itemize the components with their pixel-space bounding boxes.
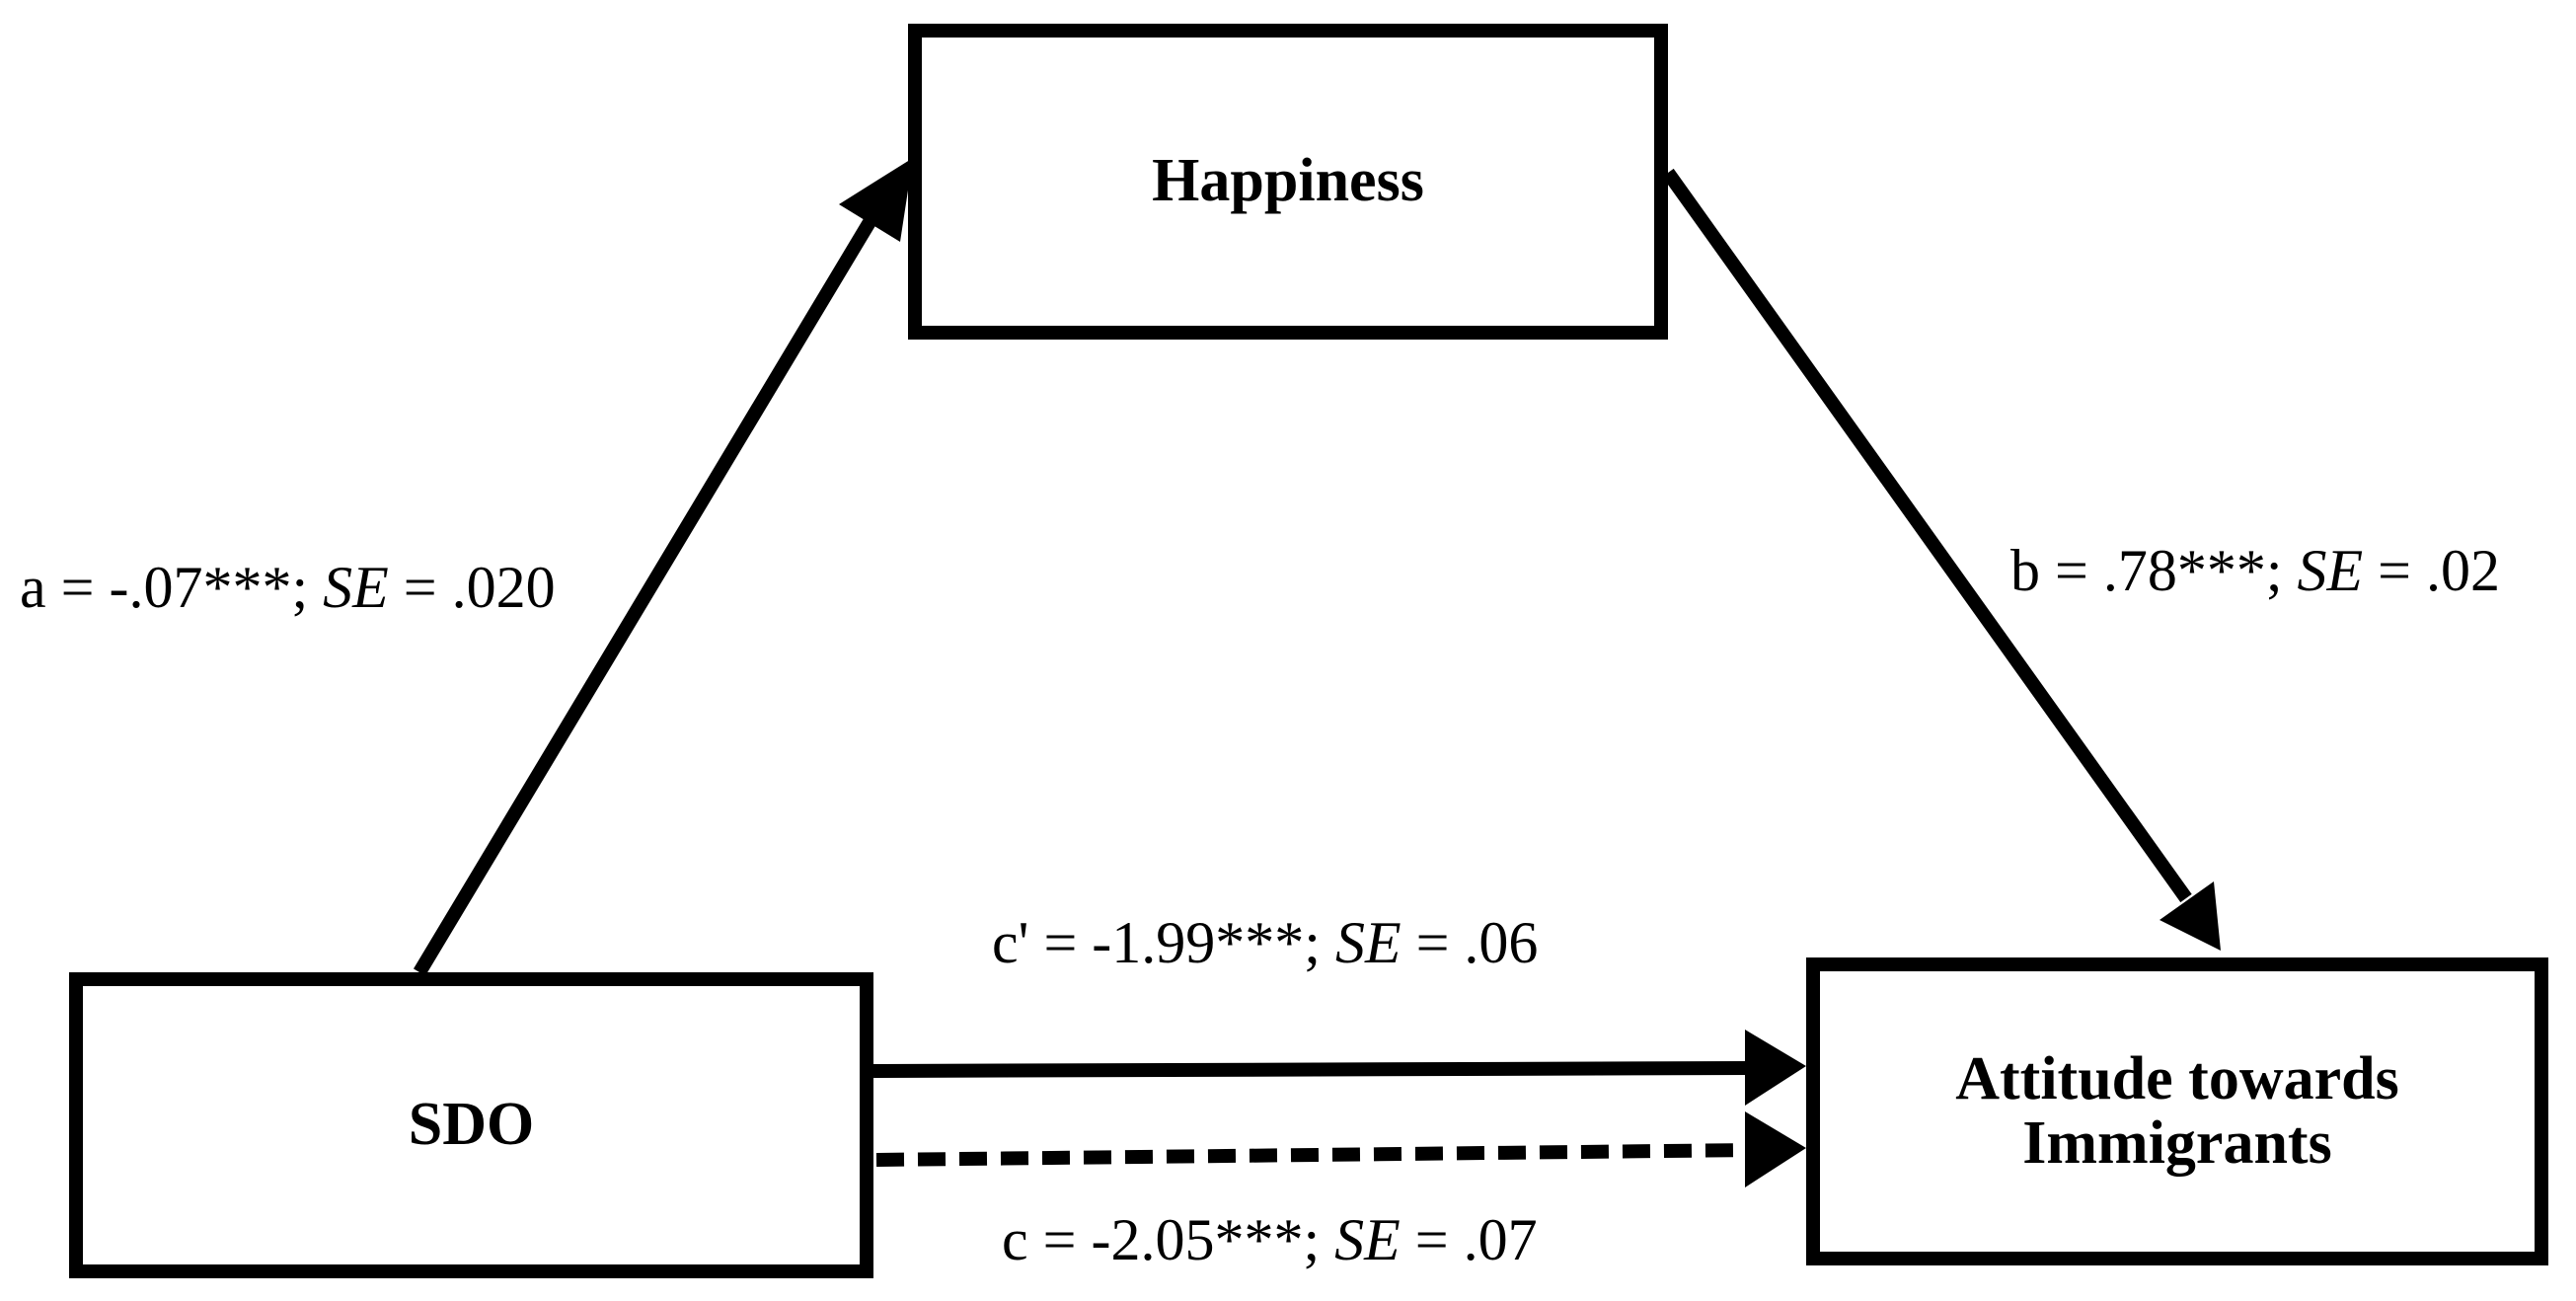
outcome-label: Attitude towards Immigrants (1955, 1044, 2399, 1177)
path-c-prime-se-value: = .06 (1401, 910, 1539, 975)
path-c-prime-arrowhead (1745, 1030, 1806, 1106)
path-c-prime-estimate: c' = -1.99***; (992, 910, 1335, 975)
outcome-label-line2: Immigrants (2022, 1110, 2332, 1177)
path-b-coefficient: b = .78***; SE = .02 (2010, 541, 2500, 600)
predictor-label: SDO (408, 1091, 535, 1159)
path-a-estimate: a = -.07***; (20, 555, 324, 620)
path-c-se-value: = .07 (1400, 1207, 1538, 1272)
path-b-se-value: = .02 (2363, 538, 2501, 603)
mediator-box: Happiness (908, 24, 1668, 340)
path-c-prime-se-label: SE (1334, 910, 1402, 975)
path-c-arrowhead (1745, 1111, 1806, 1187)
path-b-arrowhead (2159, 881, 2221, 951)
path-a-coefficient: a = -.07***; SE = .020 (20, 558, 556, 617)
path-a-se-value: = .020 (388, 555, 556, 620)
path-a-line (413, 203, 885, 976)
path-c-prime-line (872, 1061, 1753, 1078)
outcome-label-line1: Attitude towards (1955, 1044, 2399, 1112)
path-b-estimate: b = .78***; (2010, 538, 2298, 603)
path-c-line (875, 1143, 1753, 1167)
path-a-arrowhead (839, 158, 913, 242)
path-c-se-label: SE (1334, 1207, 1401, 1272)
mediator-label: Happiness (1152, 147, 1424, 215)
path-b-se-label: SE (2297, 538, 2364, 603)
path-b-line (1662, 168, 2192, 903)
path-c-prime-coefficient: c' = -1.99***; SE = .06 (992, 913, 1538, 972)
predictor-box: SDO (69, 972, 873, 1278)
outcome-box: Attitude towards Immigrants (1806, 957, 2548, 1265)
path-c-estimate: c = -2.05***; (1002, 1207, 1335, 1272)
path-a-se-label: SE (323, 555, 389, 620)
path-c-coefficient: c = -2.05***; SE = .07 (1002, 1210, 1538, 1269)
